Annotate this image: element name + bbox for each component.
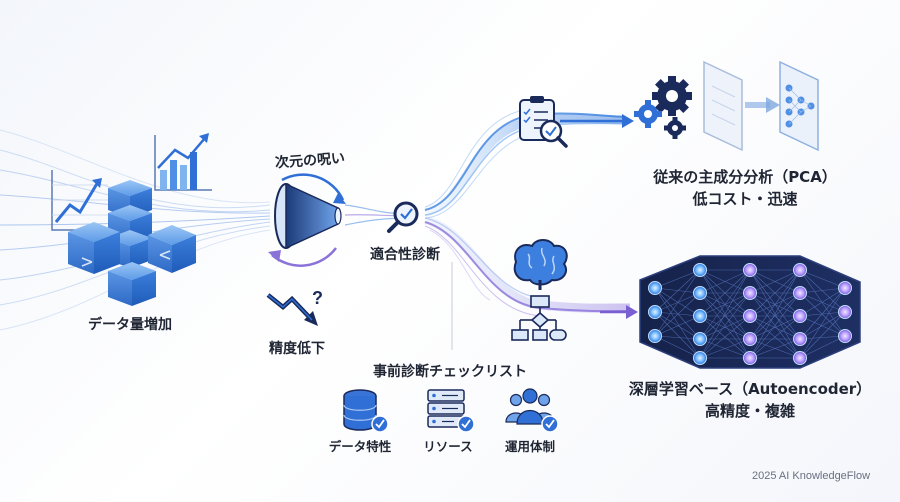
nn-edge: [654, 335, 701, 359]
nn-node: [793, 286, 807, 300]
flowchart-icon: [511, 295, 567, 341]
pca-projection-icon: [703, 60, 819, 152]
nn-edge: [749, 269, 801, 317]
nn-edge: [799, 287, 846, 359]
nn-edge: [654, 315, 701, 337]
nn-edge: [654, 269, 701, 289]
nn-node: [693, 332, 707, 346]
nn-edge: [654, 287, 701, 359]
nn-node: [838, 305, 852, 319]
nn-edge: [654, 311, 701, 317]
checklist-title: 事前診断チェックリスト: [373, 364, 527, 380]
line-chart-icon: [51, 170, 108, 231]
nn-edge: [654, 287, 701, 340]
nn-edge: [699, 292, 751, 340]
nn-edge: [799, 315, 846, 337]
nn-edge: [799, 287, 846, 294]
nn-edge: [654, 292, 701, 337]
nn-edge: [654, 269, 701, 337]
nn-edge: [654, 311, 701, 340]
database-check-icon: [343, 389, 389, 433]
nn-edge: [699, 315, 751, 359]
server-check-icon: [427, 389, 475, 433]
nn-edge: [799, 335, 846, 340]
team-check-icon: [505, 388, 559, 433]
checklist-item-operations: 運用体制: [504, 439, 555, 454]
nn-node: [743, 263, 757, 277]
nn-edge: [749, 292, 801, 340]
nn-edge: [699, 338, 751, 359]
nn-edge: [654, 311, 701, 359]
checklist-item-resources: リソース: [423, 439, 473, 454]
funnel-icon: [268, 173, 346, 267]
nn-node: [648, 329, 662, 343]
nn-edge: [749, 292, 801, 359]
nn-node: [743, 332, 757, 346]
nn-edge: [799, 311, 846, 340]
trend-down-question-icon: ?: [266, 288, 323, 326]
nn-node: [838, 281, 852, 295]
nn-node: [793, 309, 807, 323]
nn-edge: [799, 311, 846, 317]
gears-icon: [634, 76, 692, 139]
nn-node: [743, 351, 757, 365]
nn-edge: [699, 292, 751, 359]
nn-edge: [749, 269, 801, 294]
nn-node: [648, 281, 662, 295]
nn-node: [693, 263, 707, 277]
precision-drop-label: 精度低下: [269, 341, 325, 357]
nn-edge: [699, 315, 751, 340]
nn-node: [743, 309, 757, 323]
nn-edge: [699, 269, 751, 294]
nn-edge: [654, 287, 701, 317]
pca-title: 従来の主成分分析（PCA）: [653, 168, 837, 186]
nn-node: [693, 286, 707, 300]
nn-node: [793, 263, 807, 277]
nn-edge: [699, 269, 751, 359]
neural-network-icon: [639, 255, 861, 369]
autoencoder-subtitle: 高精度・複雑: [704, 402, 795, 420]
nn-edge: [654, 269, 701, 313]
brain-icon: [513, 239, 568, 290]
nn-edge: [799, 292, 846, 313]
checklist-item-data-traits: データ特性: [328, 439, 392, 454]
nn-edge: [799, 269, 846, 313]
nn-edge: [799, 269, 846, 289]
nn-edge: [799, 287, 846, 340]
nn-edge: [799, 335, 846, 359]
clipboard-check-icon: [519, 96, 568, 148]
nn-edge: [749, 315, 801, 359]
nn-edge: [654, 335, 701, 340]
autoencoder-title: 深層学習ベース（Autoencoder）: [628, 380, 872, 398]
data-cubes-icon: [68, 180, 196, 306]
nn-edge: [799, 292, 846, 337]
nn-edge: [699, 269, 751, 317]
suitability-label: 適合性診断: [370, 247, 440, 263]
nn-node: [693, 351, 707, 365]
nn-edge: [654, 287, 701, 294]
nn-node: [793, 351, 807, 365]
bar-chart-icon: [154, 133, 212, 191]
nn-node: [838, 329, 852, 343]
nn-edge: [749, 269, 801, 359]
nn-edge: [749, 315, 801, 340]
pca-subtitle: 低コスト・迅速: [692, 190, 798, 208]
nn-edge: [749, 338, 801, 359]
nn-edge: [799, 287, 846, 317]
data-growth-label: データ量増加: [88, 317, 172, 333]
nn-node: [693, 309, 707, 323]
nn-edge: [799, 311, 846, 359]
nn-edge: [699, 269, 751, 340]
autoencoder-stream: [423, 215, 638, 319]
nn-edge: [749, 269, 801, 340]
footer-credit: 2025 AI KnowledgeFlow: [752, 470, 871, 482]
magnifier-check-icon: [387, 201, 419, 233]
svg-text:?: ?: [312, 288, 323, 308]
nn-node: [743, 286, 757, 300]
nn-node: [648, 305, 662, 319]
nn-edge: [799, 269, 846, 337]
nn-node: [793, 332, 807, 346]
